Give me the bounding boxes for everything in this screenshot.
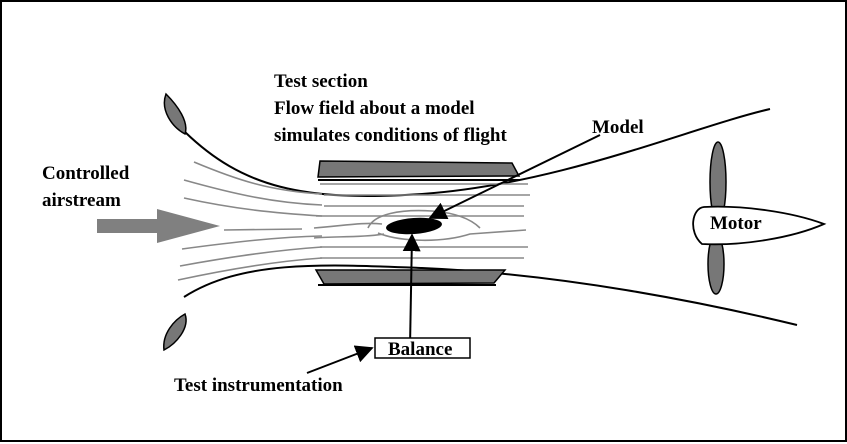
model-shape	[386, 217, 442, 235]
test-section-description-line1: Flow field about a model	[274, 98, 475, 119]
upper-inlet-lip	[163, 92, 187, 136]
streamline	[183, 197, 323, 217]
tunnel-lower-wall	[183, 264, 798, 326]
streamline	[179, 246, 323, 267]
streamline	[313, 222, 383, 229]
balance-label: Balance	[388, 339, 452, 360]
streamline	[223, 228, 303, 231]
upper-test-section-wall	[317, 160, 521, 178]
controlled-airstream-label-line2: airstream	[42, 190, 121, 211]
controlled-airstream-label-line1: Controlled	[42, 163, 130, 184]
test-section-description-line2: simulates conditions of flight	[274, 125, 507, 146]
tunnel-upper-wall	[184, 108, 771, 197]
test-instrumentation-label: Test instrumentation	[174, 375, 343, 396]
instrumentation-pointer	[306, 345, 374, 374]
balance-box	[374, 337, 471, 359]
balance-support-pointer	[402, 233, 421, 348]
streamline	[377, 229, 527, 242]
motor-nacelle	[692, 205, 827, 246]
streamlines	[177, 161, 530, 281]
streamline	[183, 179, 323, 206]
airstream-arrow	[97, 209, 220, 243]
streamline	[193, 161, 323, 195]
test-section-title: Test section	[274, 71, 368, 92]
motor-label: Motor	[710, 213, 762, 234]
streamline	[177, 257, 323, 281]
lower-inlet-lip	[163, 312, 187, 352]
model-label: Model	[592, 117, 644, 138]
streamline	[181, 235, 323, 250]
streamline	[313, 233, 385, 239]
model-pointer	[428, 134, 601, 219]
